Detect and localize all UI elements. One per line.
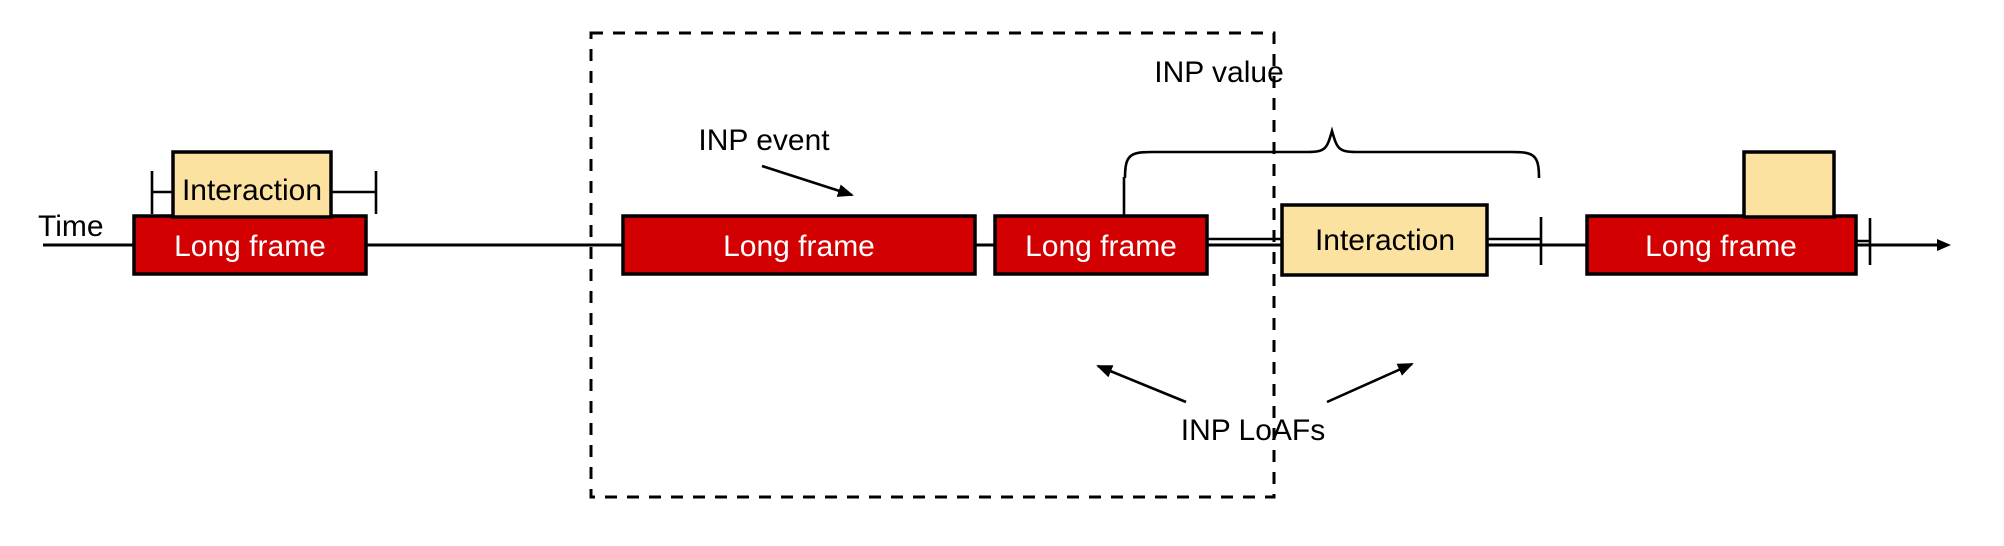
left-frame-group: Long frame Interaction <box>132 150 378 276</box>
inp-event-label: INP event <box>698 124 830 157</box>
interaction-1-measure <box>150 171 378 214</box>
long-frame-box <box>621 214 977 276</box>
inp-loafs-arrow-right <box>1326 362 1414 404</box>
time-axis-label: Time <box>38 210 104 243</box>
interaction-label: Interaction <box>1315 224 1455 257</box>
interaction-box <box>171 150 333 219</box>
inp-value-brace <box>1123 126 1541 179</box>
long-frame-label: Long frame <box>1645 230 1797 263</box>
inp-loafs-arrow-left <box>1096 364 1187 404</box>
long-frame-label: Long frame <box>174 230 326 263</box>
interaction-box <box>1280 203 1489 277</box>
inp-frame-group: Long frame Long frame Interaction <box>621 177 1543 277</box>
long-frame-label: Long frame <box>1025 230 1177 263</box>
inp-value-label: INP value <box>1154 56 1284 89</box>
interaction-box <box>1742 150 1836 219</box>
interaction-label: Interaction <box>182 174 322 207</box>
long-frame-box <box>132 214 368 276</box>
long-frame-box <box>1585 214 1858 276</box>
long-frame-label: Long frame <box>723 230 875 263</box>
long-frame-box <box>993 214 1209 276</box>
inp-region-boundary <box>589 31 1276 499</box>
inp-event-arrow <box>761 164 854 197</box>
right-frame-group: Long frame <box>1585 150 1872 276</box>
inp-loafs-label: INP LoAFs <box>1181 414 1326 447</box>
